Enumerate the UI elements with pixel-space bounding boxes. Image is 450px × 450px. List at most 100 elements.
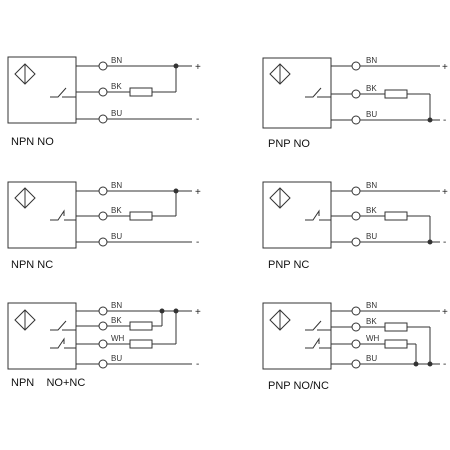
terminal bbox=[351, 322, 361, 332]
junction-dot bbox=[427, 239, 433, 245]
load-resistor bbox=[129, 87, 153, 97]
sensor-symbol-icon bbox=[14, 187, 36, 209]
minus-terminal-label: - bbox=[196, 359, 199, 370]
minus-terminal-label: - bbox=[443, 237, 446, 248]
switch-nc bbox=[305, 209, 320, 221]
terminal bbox=[351, 115, 361, 125]
terminal bbox=[98, 61, 108, 71]
terminal bbox=[98, 186, 108, 196]
sensor-body bbox=[262, 181, 332, 249]
panel-caption: NPN NO+NC bbox=[11, 377, 85, 389]
panel-pnp-nonc bbox=[262, 302, 440, 370]
terminal bbox=[98, 87, 108, 97]
terminal bbox=[98, 237, 108, 247]
sensor-body bbox=[7, 302, 77, 370]
switch-no bbox=[50, 320, 67, 331]
panel-pnp-nc bbox=[262, 181, 440, 249]
plus-terminal-label: + bbox=[442, 307, 448, 318]
switch-no bbox=[305, 87, 322, 98]
terminal bbox=[351, 359, 361, 369]
junction-dot bbox=[159, 308, 165, 314]
wire-label: BU bbox=[366, 354, 377, 363]
terminal bbox=[351, 211, 361, 221]
terminal bbox=[351, 237, 361, 247]
panel-caption: PNP NO bbox=[268, 138, 310, 150]
wire-label: BN bbox=[111, 56, 122, 65]
panel-pnp-no bbox=[262, 57, 440, 129]
wire-label: WH bbox=[111, 334, 125, 343]
plus-terminal-label: + bbox=[442, 187, 448, 198]
sensor-symbol-icon bbox=[14, 63, 36, 85]
terminal bbox=[98, 359, 108, 369]
minus-terminal-label: - bbox=[196, 114, 199, 125]
wire-label: BN bbox=[111, 301, 122, 310]
sensor-symbol-icon bbox=[14, 309, 36, 331]
wire-label: BN bbox=[366, 56, 377, 65]
sensor-body bbox=[7, 181, 77, 249]
wire-label: BU bbox=[366, 110, 377, 119]
wire-label: BK bbox=[111, 316, 122, 325]
plus-terminal-label: + bbox=[195, 187, 201, 198]
panel-npn-no bbox=[7, 56, 192, 124]
terminal bbox=[98, 306, 108, 316]
load-resistor bbox=[129, 321, 153, 331]
terminal bbox=[351, 61, 361, 71]
load-resistor bbox=[384, 322, 408, 332]
minus-terminal-label: - bbox=[443, 359, 446, 370]
panel-npn-nc bbox=[7, 181, 192, 249]
terminal bbox=[351, 89, 361, 99]
wire-label: BN bbox=[111, 181, 122, 190]
plus-terminal-label: + bbox=[195, 62, 201, 73]
minus-terminal-label: - bbox=[196, 237, 199, 248]
terminal bbox=[351, 186, 361, 196]
wire-label: BU bbox=[111, 109, 122, 118]
terminal bbox=[98, 321, 108, 331]
wire-label: BK bbox=[366, 206, 377, 215]
switch-nc bbox=[50, 337, 65, 349]
wire-label: BK bbox=[111, 82, 122, 91]
junction-dot bbox=[173, 63, 179, 69]
sensor-body bbox=[262, 302, 332, 370]
minus-terminal-label: - bbox=[443, 115, 446, 126]
wire-label: BU bbox=[111, 232, 122, 241]
load-resistor bbox=[384, 89, 408, 99]
wire-label: BK bbox=[366, 317, 377, 326]
terminal bbox=[98, 211, 108, 221]
junction-dot bbox=[173, 308, 179, 314]
panel-caption: PNP NO/NC bbox=[268, 380, 329, 392]
wire-label: BN bbox=[366, 181, 377, 190]
panel-caption: NPN NO bbox=[11, 136, 54, 148]
sensor-body bbox=[7, 56, 77, 124]
wire-label: BK bbox=[111, 206, 122, 215]
terminal bbox=[98, 114, 108, 124]
switch-nc bbox=[305, 337, 320, 349]
sensor-symbol-icon bbox=[269, 187, 291, 209]
load-resistor bbox=[129, 211, 153, 221]
wire-label: BU bbox=[111, 354, 122, 363]
switch-nc bbox=[50, 209, 65, 221]
sensor-symbol-icon bbox=[269, 309, 291, 331]
wire-label: BU bbox=[366, 232, 377, 241]
switch-no bbox=[50, 87, 67, 98]
junction-dot bbox=[413, 361, 419, 367]
wire-label: BN bbox=[366, 301, 377, 310]
sensor-body bbox=[262, 57, 332, 129]
terminal bbox=[351, 339, 361, 349]
panel-caption: PNP NC bbox=[268, 259, 309, 271]
junction-dot bbox=[427, 117, 433, 123]
sensor-symbol-icon bbox=[269, 63, 291, 85]
junction-dot bbox=[427, 361, 433, 367]
panel-npn-nonc bbox=[7, 302, 192, 370]
load-resistor bbox=[129, 339, 153, 349]
terminal bbox=[98, 339, 108, 349]
plus-terminal-label: + bbox=[195, 307, 201, 318]
panel-caption: NPN NC bbox=[11, 259, 53, 271]
wire-label: WH bbox=[366, 334, 380, 343]
load-resistor bbox=[384, 211, 408, 221]
plus-terminal-label: + bbox=[442, 62, 448, 73]
load-resistor bbox=[384, 339, 408, 349]
wire-label: BK bbox=[366, 84, 377, 93]
terminal bbox=[351, 306, 361, 316]
switch-no bbox=[305, 320, 322, 331]
